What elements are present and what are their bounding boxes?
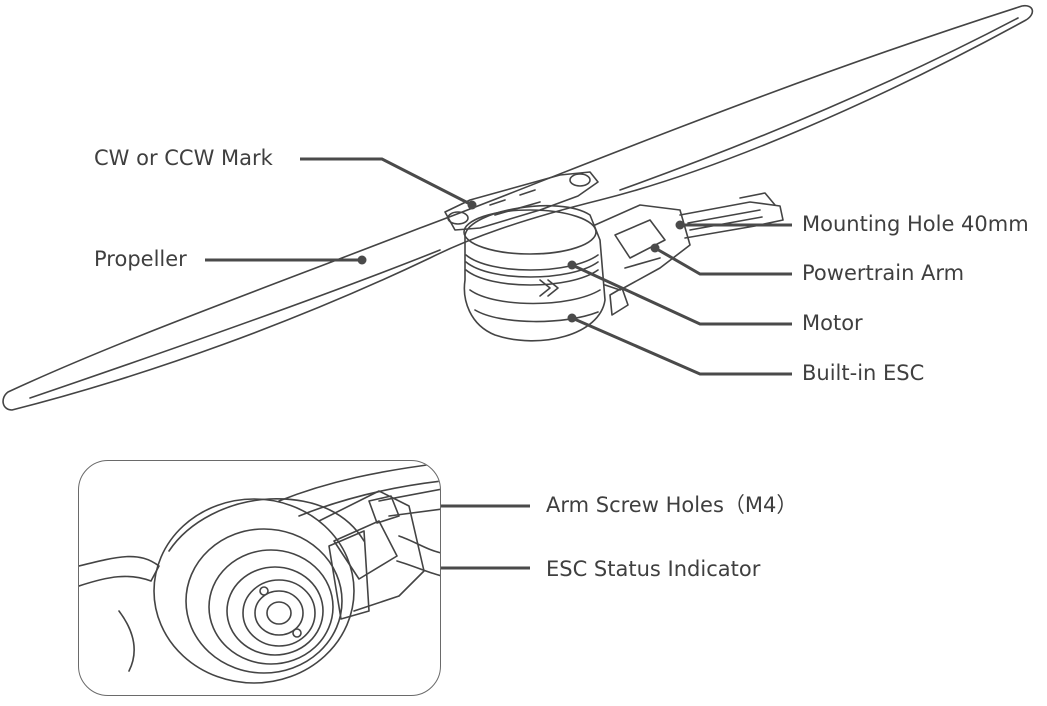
leader-builtin-esc <box>571 316 792 376</box>
label-mounting-hole: Mounting Hole 40mm <box>802 212 1029 236</box>
label-motor: Motor <box>802 311 863 335</box>
propeller-blade <box>2 4 1034 411</box>
label-powertrain-arm: Powertrain Arm <box>802 261 965 285</box>
arm-mount <box>594 204 691 291</box>
label-builtin-esc: Built-in ESC <box>802 361 925 385</box>
inset-closeup <box>78 460 441 696</box>
label-cw-ccw-mark: CW or CCW Mark <box>94 146 273 170</box>
leader-powertrain-arm <box>654 246 792 276</box>
label-propeller: Propeller <box>94 247 187 271</box>
leader-motor <box>571 263 792 326</box>
label-esc-status-indicator: ESC Status Indicator <box>546 557 761 581</box>
power-cable <box>679 201 784 239</box>
motor-body <box>463 204 606 342</box>
label-arm-screw-holes: Arm Screw Holes（M4） <box>546 493 798 517</box>
leader-cw-ccw <box>300 157 473 207</box>
